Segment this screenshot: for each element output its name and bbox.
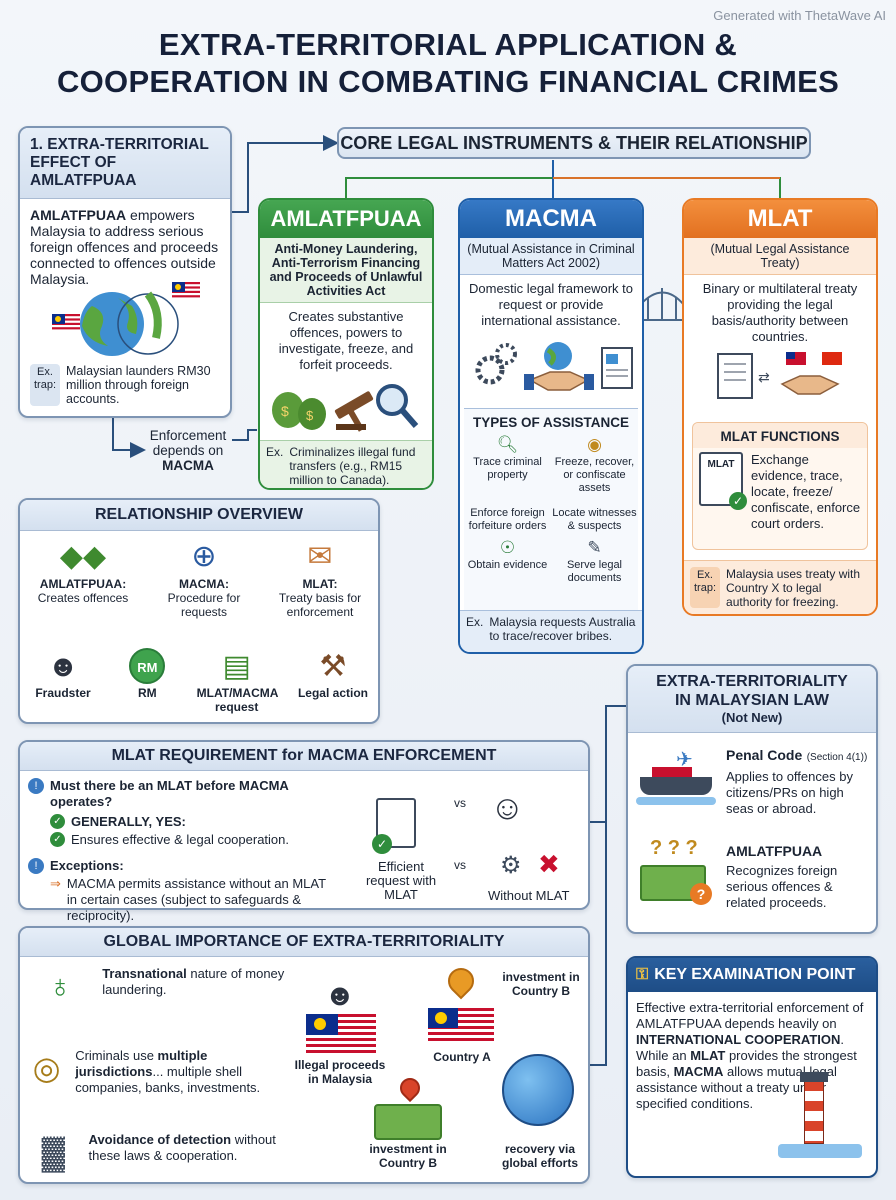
magnifier-icon: 🔍︎	[496, 435, 519, 454]
section1-body: AMLATFPUAA empowers Malaysia to address …	[30, 207, 219, 287]
global-importance: GLOBAL IMPORTANCE OF EXTRA-TERRITORIALIT…	[18, 926, 590, 1184]
malaysia-flag-icon	[428, 1008, 494, 1046]
treaty-handshake-icon: ⇄	[717, 352, 842, 399]
relationship-overview: RELATIONSHIP OVERVIEW ◆◆ AMLATFPUAA: Cre…	[18, 498, 380, 724]
gears-handshake-icon	[475, 342, 633, 391]
flow-fraudster: ☻ Fraudster	[28, 648, 98, 714]
amlatfpuaa-title: AMLATFPUAA	[260, 200, 432, 238]
assistance-evidence: ☉ Obtain evidence	[464, 537, 551, 585]
check-icon: ✓	[50, 832, 65, 847]
global-point-transnational: ♁ Transnational nature of money launderi…	[28, 966, 298, 1030]
svg-text:$: $	[281, 403, 289, 419]
ship-plane-icon: ✈	[636, 747, 716, 811]
enforcement-label: Enforcement depends on MACMA	[149, 428, 227, 473]
cash-stack-icon	[374, 1104, 442, 1140]
mlat-requirement: MLAT REQUIREMENT for MACMA ENFORCEMENT !…	[18, 740, 590, 923]
assistance-trace: 🔍︎ Trace criminal property	[464, 434, 551, 495]
x-mark-icon: ✖	[538, 849, 560, 879]
section-extraterritorial-effect: 1. EXTRA-TERRITORIAL EFFECT OF AMLATFPUA…	[18, 126, 232, 418]
hooded-person-icon: ☻	[324, 979, 356, 1012]
rm-badge-icon: RM	[129, 648, 166, 684]
key-examination-point: ⚿ KEY EXAMINATION POINT Effective extra-…	[626, 956, 878, 1178]
page-title: EXTRA-TERRITORIAL APPLICATION & COOPERAT…	[56, 27, 840, 99]
svg-text:$: $	[306, 408, 314, 423]
amlatfpuaa-card: AMLATFPUAA Anti-Money Laundering, Anti-T…	[258, 198, 434, 490]
amlatfpuaa-item: ? ? ? ? AMLATFPUAA Recognizes foreign se…	[628, 817, 876, 911]
search-person-icon: ☉	[499, 538, 516, 557]
mlat-example: Ex. trap: Malaysia uses treaty with Coun…	[684, 560, 876, 614]
gear-icon: ⚙	[500, 852, 522, 879]
macma-title: MACMA	[460, 200, 642, 238]
mlat-card: MLAT (Mutual Legal Assistance Treaty) Bi…	[682, 198, 878, 616]
assistance-locate: Locate witnesses & suspects	[552, 507, 637, 532]
global-point-detection: ▓ Avoidance of detection without these l…	[28, 1114, 298, 1184]
assistance-enforce: Enforce foreign forfeiture orders	[468, 507, 547, 532]
mlat-document-icon: MLAT ✓	[699, 452, 747, 510]
watermark: Generated with ThetaWave AI	[713, 8, 886, 23]
info-icon: !	[28, 858, 44, 874]
location-pin-icon	[395, 1073, 425, 1103]
money-bags-icon: ◆◆	[59, 540, 107, 573]
gavel-icon: ⚒	[319, 650, 347, 683]
hooded-person-icon: ☻	[47, 650, 79, 683]
relationship-mlat: ✉ MLAT: Treaty basis for enforcement	[270, 537, 370, 619]
assistance-types-box: TYPES OF ASSISTANCE 🔍︎ Trace criminal pr…	[464, 408, 638, 610]
macma-card: MACMA (Mutual Assistance in Criminal Mat…	[458, 198, 644, 654]
cash-document-icon: ▤	[222, 650, 251, 683]
assistance-freeze: ◉ Freeze, recover, or confiscate assets	[551, 434, 638, 495]
assistance-serve: ✎ Serve legal documents	[551, 537, 638, 585]
malaysia-flag-icon	[306, 1014, 376, 1054]
check-badge-icon: ✓	[729, 492, 747, 510]
maze-coin-icon: ◎	[32, 1050, 61, 1086]
key-text: Effective extra-territorial enforcement …	[636, 1000, 864, 1111]
treaty-handshake-icon: ✉	[307, 540, 333, 573]
arrow-icon: ⇒	[50, 876, 61, 891]
key-icon: ⚿	[636, 966, 649, 983]
question-cash-icon: ? ? ? ?	[636, 837, 716, 907]
globe-flags-icon	[52, 282, 200, 356]
lighthouse-icon	[778, 1072, 862, 1164]
amlatfpuaa-example: Ex. Criminalizes illegal fund transfers …	[260, 440, 432, 488]
section1-heading: 1. EXTRA-TERRITORIAL EFFECT OF AMLATFPUA…	[20, 128, 230, 199]
flow-rm: RM RM	[117, 648, 177, 714]
flow-request: ▤ MLAT/MACMA request	[196, 650, 279, 714]
fence-cash-icon: ▓	[41, 1134, 65, 1170]
flow-legal-action: ⚒ Legal action	[297, 650, 368, 700]
globe-icon	[502, 1054, 574, 1126]
mlat-title: MLAT	[684, 200, 876, 238]
person-exchange-icon: ☺	[490, 789, 525, 827]
extraterritoriality-malaysian-law: EXTRA-TERRITORIALITY IN MALAYSIAN LAW (N…	[626, 664, 878, 934]
location-pin-icon	[442, 962, 480, 1000]
info-icon: !	[28, 778, 44, 794]
core-instruments-title: CORE LEGAL INSTRUMENTS & THEIR RELATIONS…	[337, 127, 811, 159]
macma-example: Ex. Malaysia requests Australia to trace…	[460, 610, 642, 652]
world-map-icon: ♁	[48, 968, 73, 1004]
global-point-jurisdictions: ◎ Criminals use multiple jurisdictions..…	[28, 1030, 298, 1114]
document-pen-icon: ✎	[587, 538, 602, 557]
money-bags-gavel-icon: $ $	[272, 384, 419, 432]
mlat-document-check-icon: ✓	[372, 798, 416, 854]
relationship-macma: ⊕ MACMA: Procedure for requests	[154, 537, 254, 619]
penal-code-item: ✈ Penal Code (Section 4(1)) Applies to o…	[628, 733, 876, 817]
check-icon: ✓	[50, 814, 65, 829]
coin-icon: ◉	[587, 435, 602, 454]
svg-text:⇄: ⇄	[758, 370, 770, 386]
handshake-globe-icon: ⊕	[191, 540, 217, 573]
mlat-functions-box: MLAT FUNCTIONS MLAT ✓ Exchange evidence,…	[692, 422, 868, 550]
relationship-amlatfpuaa: ◆◆ AMLATFPUAA: Creates offences	[28, 537, 138, 619]
section1-example: Ex. trap: Malaysian launders RM30 millio…	[30, 364, 224, 406]
